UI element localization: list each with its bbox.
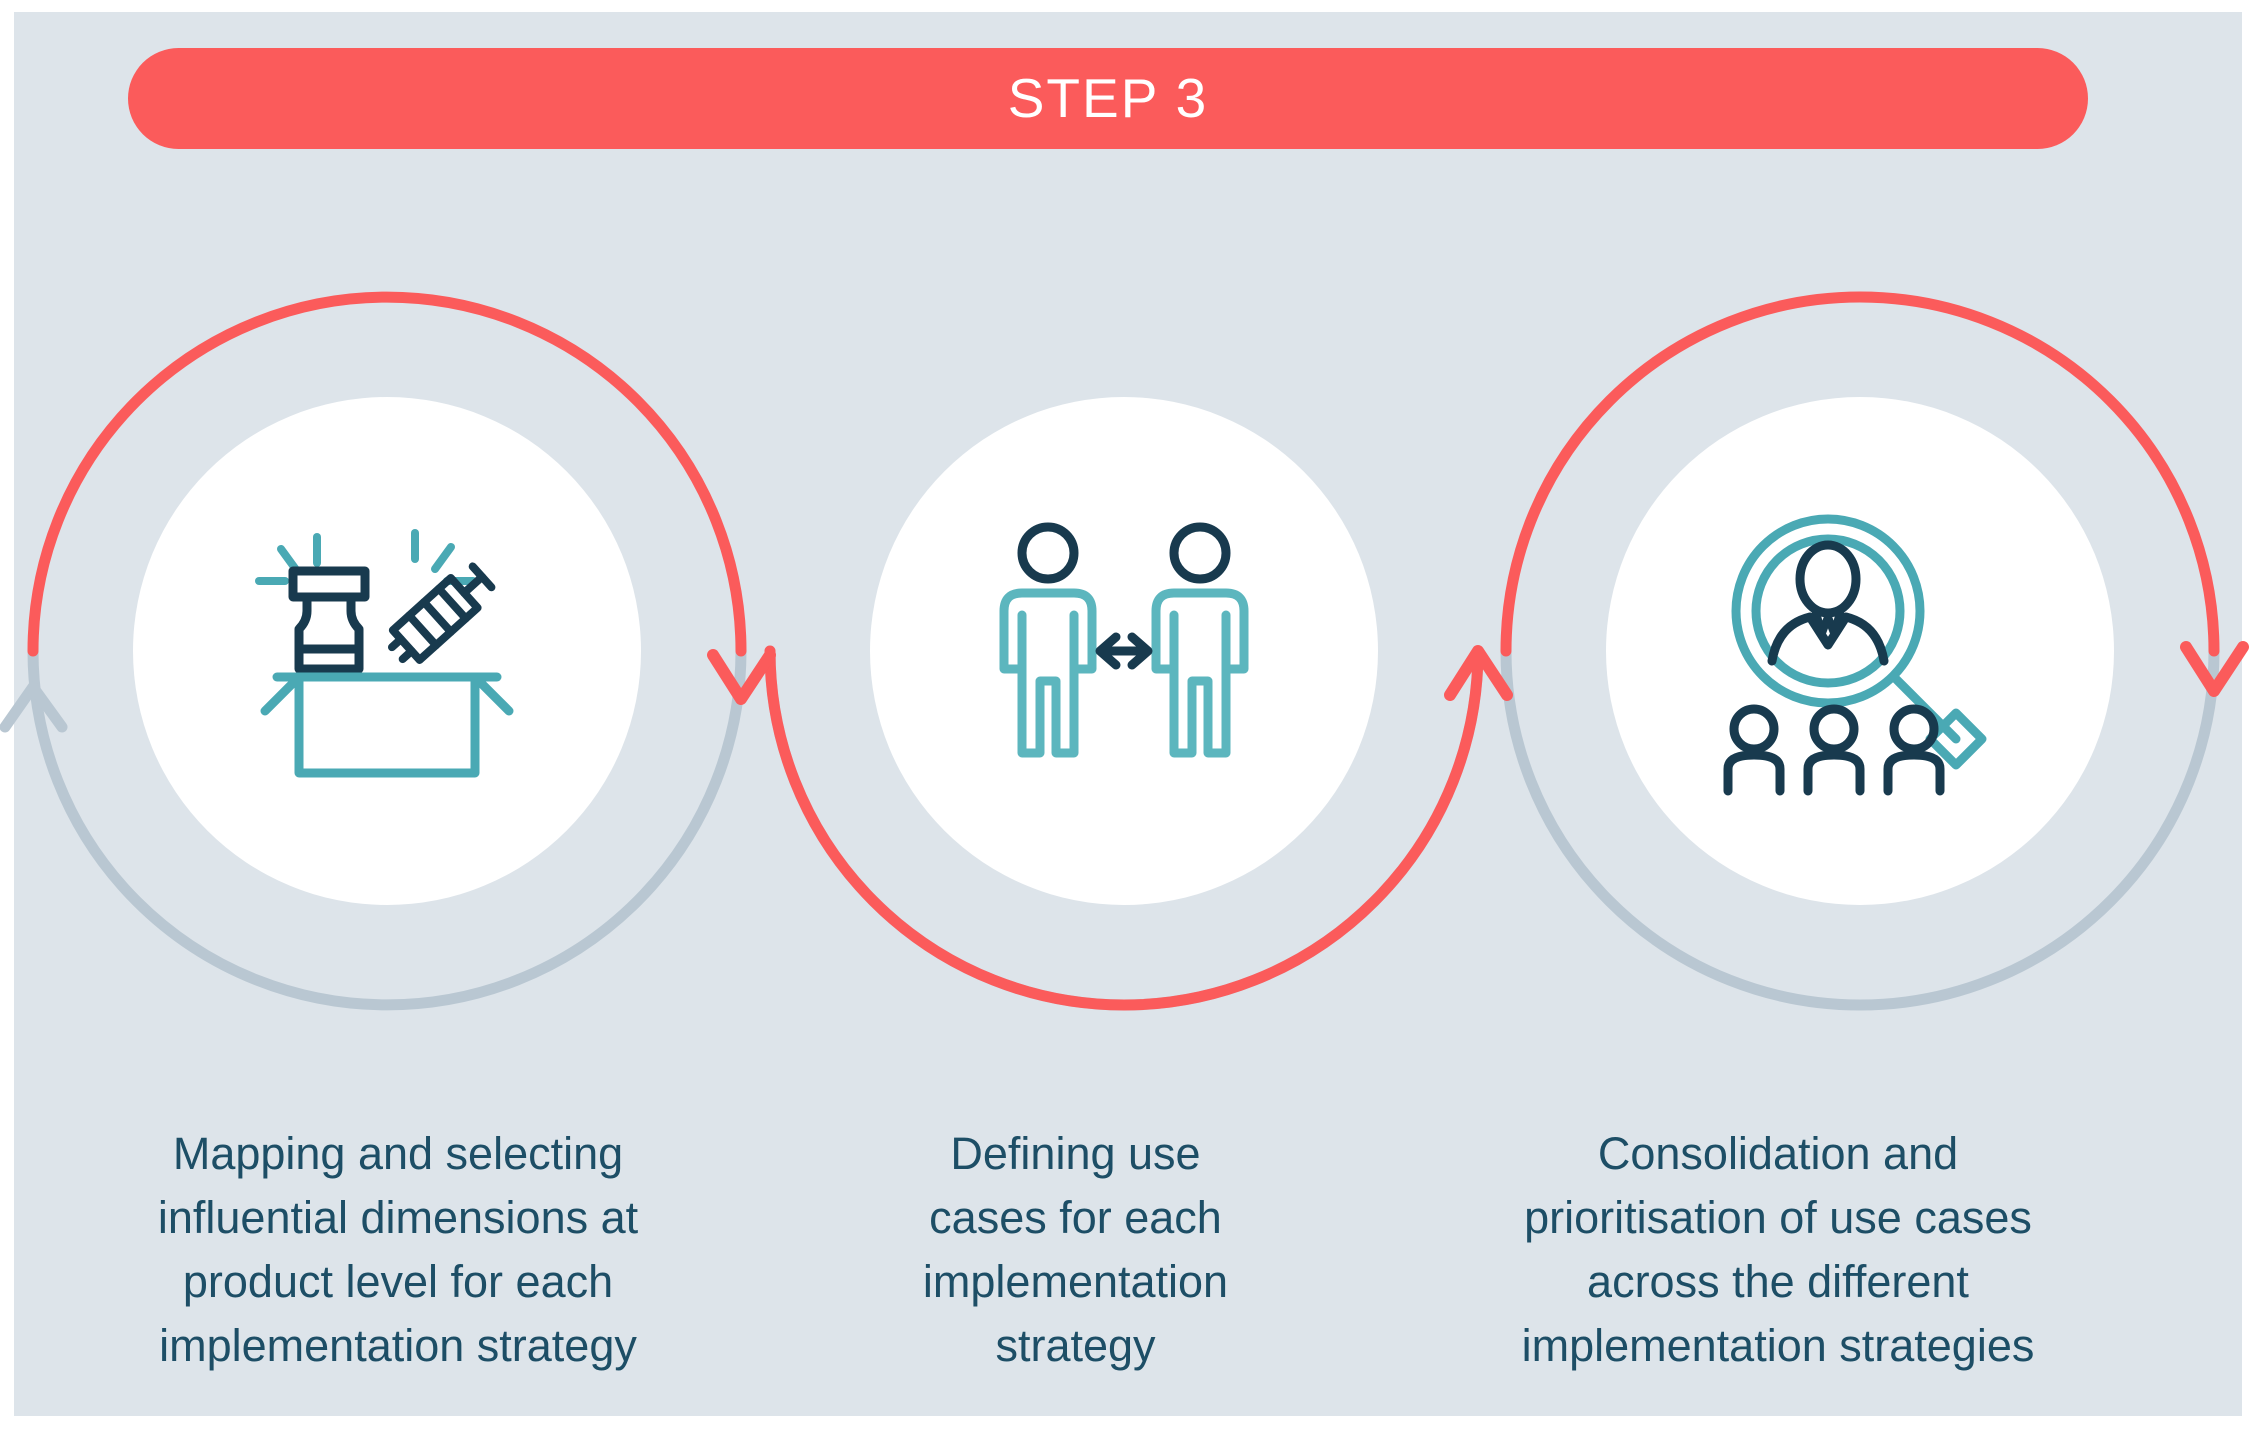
caption-line: influential dimensions at [157, 1192, 639, 1243]
arc-red-1 [27, 291, 747, 657]
caption-line: implementation [922, 1256, 1229, 1307]
step-2-node [870, 397, 1378, 905]
step-3-caption: Consolidation and prioritisation of use … [1428, 1122, 2128, 1378]
caption-line: strategy [995, 1320, 1156, 1371]
caption-line: prioritisation of use cases [1524, 1192, 2032, 1243]
caption-line: cases for each [929, 1192, 1222, 1243]
caption-line: across the different [1587, 1256, 1969, 1307]
step-banner-label: STEP 3 [1007, 67, 1209, 129]
caption-line: implementation strategies [1521, 1320, 2035, 1371]
caption-line: Mapping and selecting [172, 1128, 624, 1179]
cycle-diagram [0, 257, 2249, 1057]
arc-red-3 [1500, 291, 2220, 657]
arrow-2-red-up-icon [1444, 645, 1513, 701]
arc-gray-1 [27, 645, 747, 1011]
cycle-arcs [0, 291, 2249, 1011]
two-people-distance-arrow-icon [974, 501, 1274, 801]
caption-line: Defining use [950, 1128, 1201, 1179]
captions-row: Mapping and selecting influential dimens… [28, 1122, 2256, 1372]
step-1-caption: Mapping and selecting influential dimens… [58, 1122, 738, 1378]
caption-line: product level for each [182, 1256, 614, 1307]
diagram-panel: STEP 3 [0, 12, 2249, 1416]
step-1-node [133, 397, 641, 905]
caption-line: Consolidation and [1597, 1128, 1959, 1179]
arc-gray-3 [1500, 645, 2220, 1011]
step-banner: STEP 3 [128, 48, 2088, 149]
vaccine-vial-syringe-box-icon [237, 501, 537, 801]
caption-line: implementation strategy [159, 1320, 637, 1371]
step-2-caption: Defining use cases for each implementati… [843, 1122, 1308, 1378]
arrow-1-red-down-icon [707, 649, 776, 705]
arrow-right-red-down-icon [2180, 641, 2249, 697]
arc-red-2 [764, 645, 1484, 1011]
step-3-node [1606, 397, 2114, 905]
magnifier-person-group-icon [1710, 501, 2010, 801]
arrow-left-gray-up-icon [0, 681, 68, 733]
